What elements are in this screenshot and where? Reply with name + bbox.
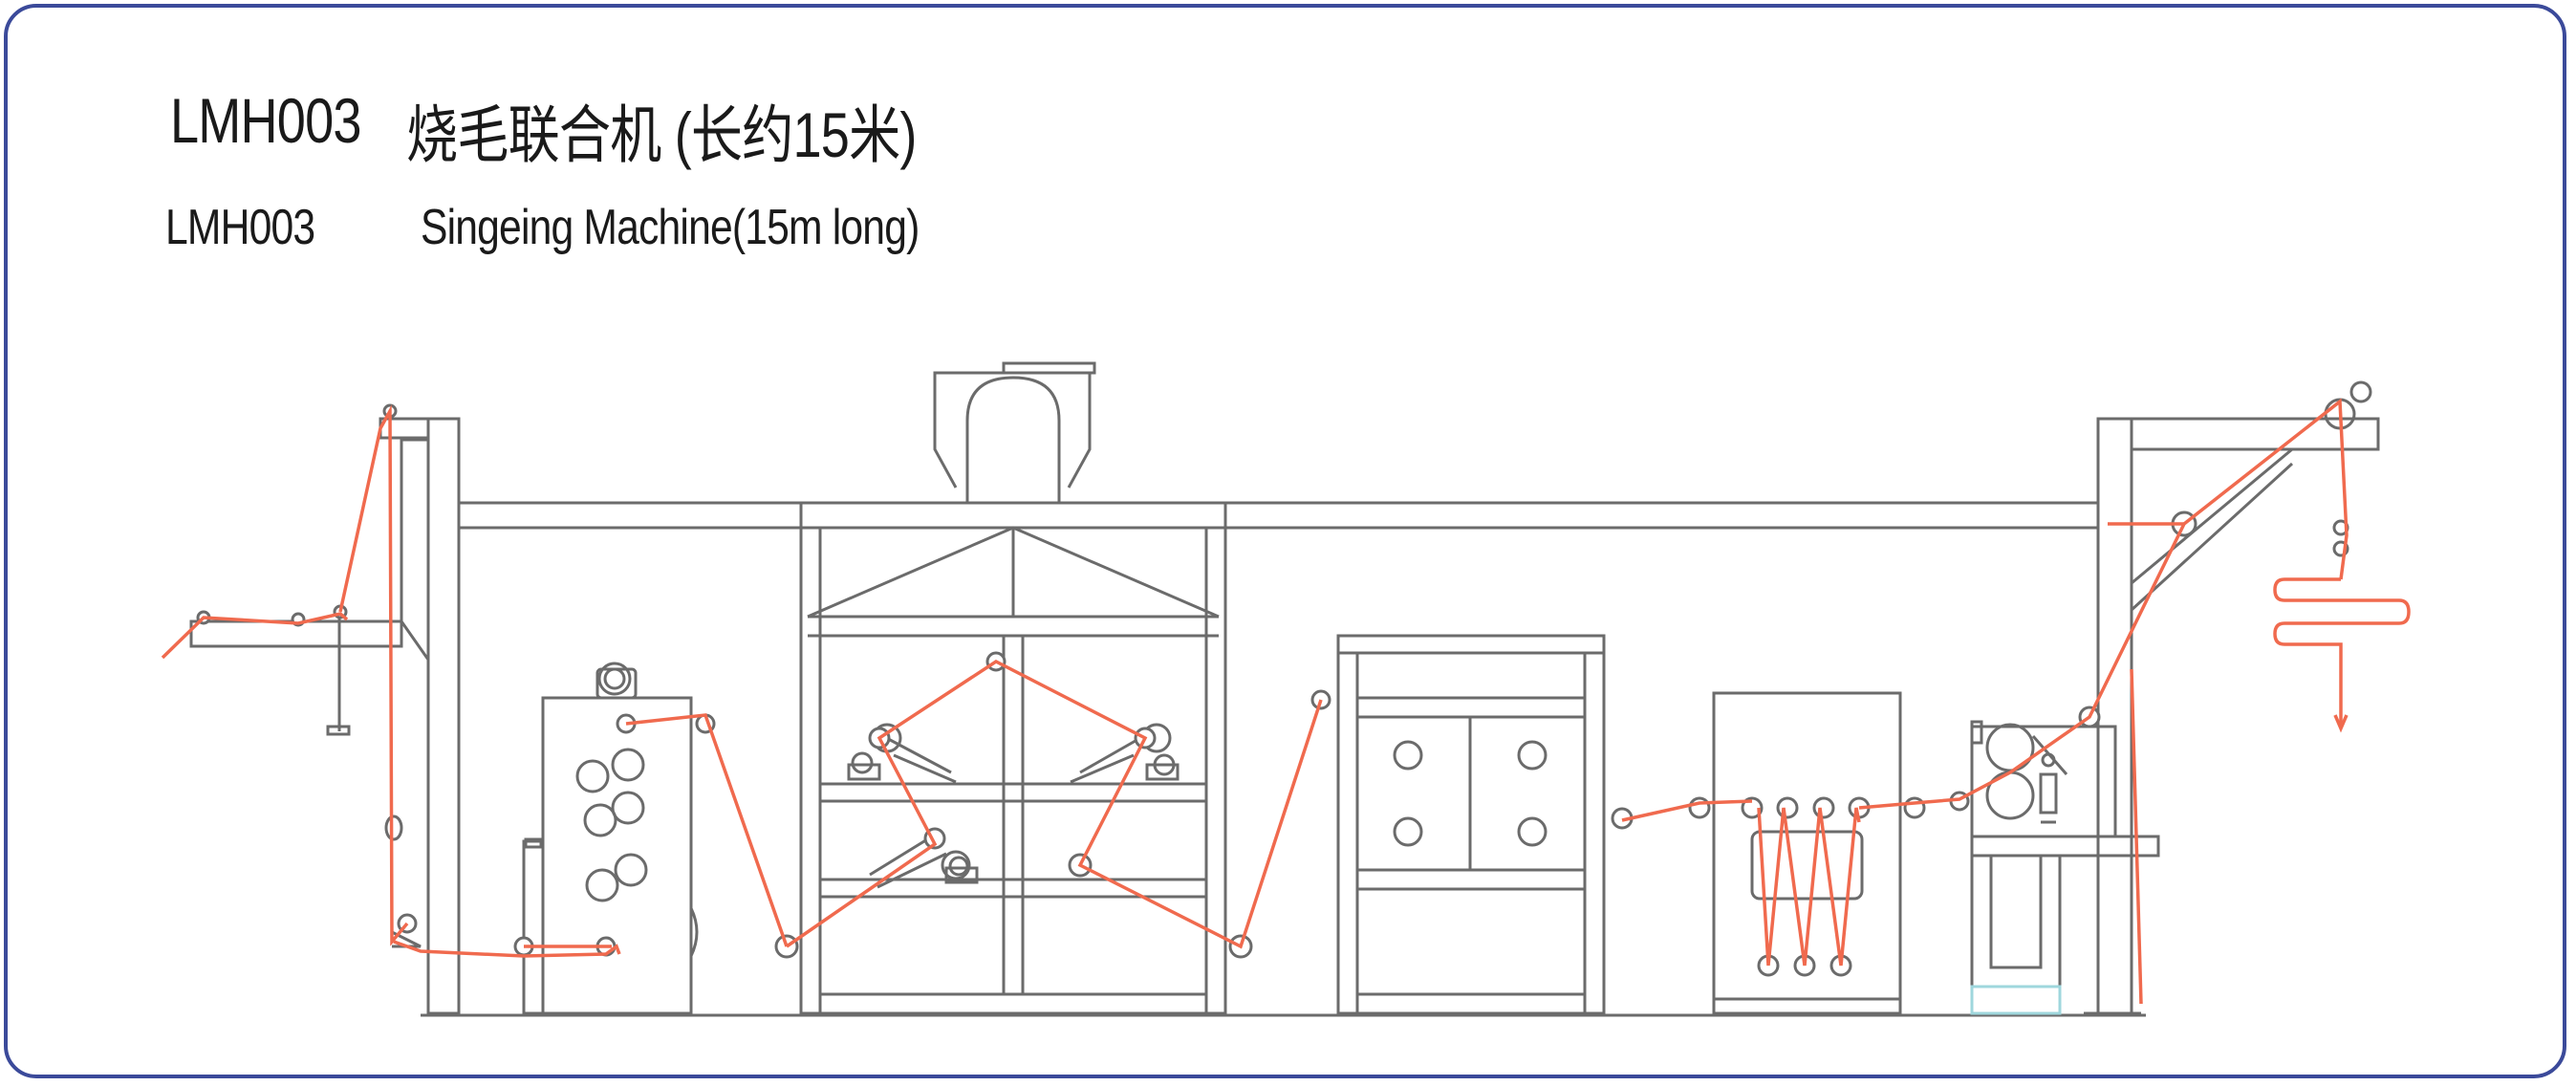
inlet-unit xyxy=(189,403,461,1015)
quench-tank xyxy=(1611,691,1926,1015)
machine-name-cn: 烧毛联合机 (长约15米) xyxy=(406,99,917,170)
model-code-en: LMH003 xyxy=(165,200,315,255)
plaiter-outlet xyxy=(2078,380,2380,1015)
machine-name-en: Singeing Machine(15m long) xyxy=(421,200,920,255)
fabric-path xyxy=(161,398,2411,1005)
singeing-chamber xyxy=(799,361,1227,1015)
steam-cabinet xyxy=(1336,634,1606,1015)
padder xyxy=(1949,720,2160,1015)
model-code-cn: LMH003 xyxy=(170,85,361,156)
top-frame-beam xyxy=(459,501,2098,530)
